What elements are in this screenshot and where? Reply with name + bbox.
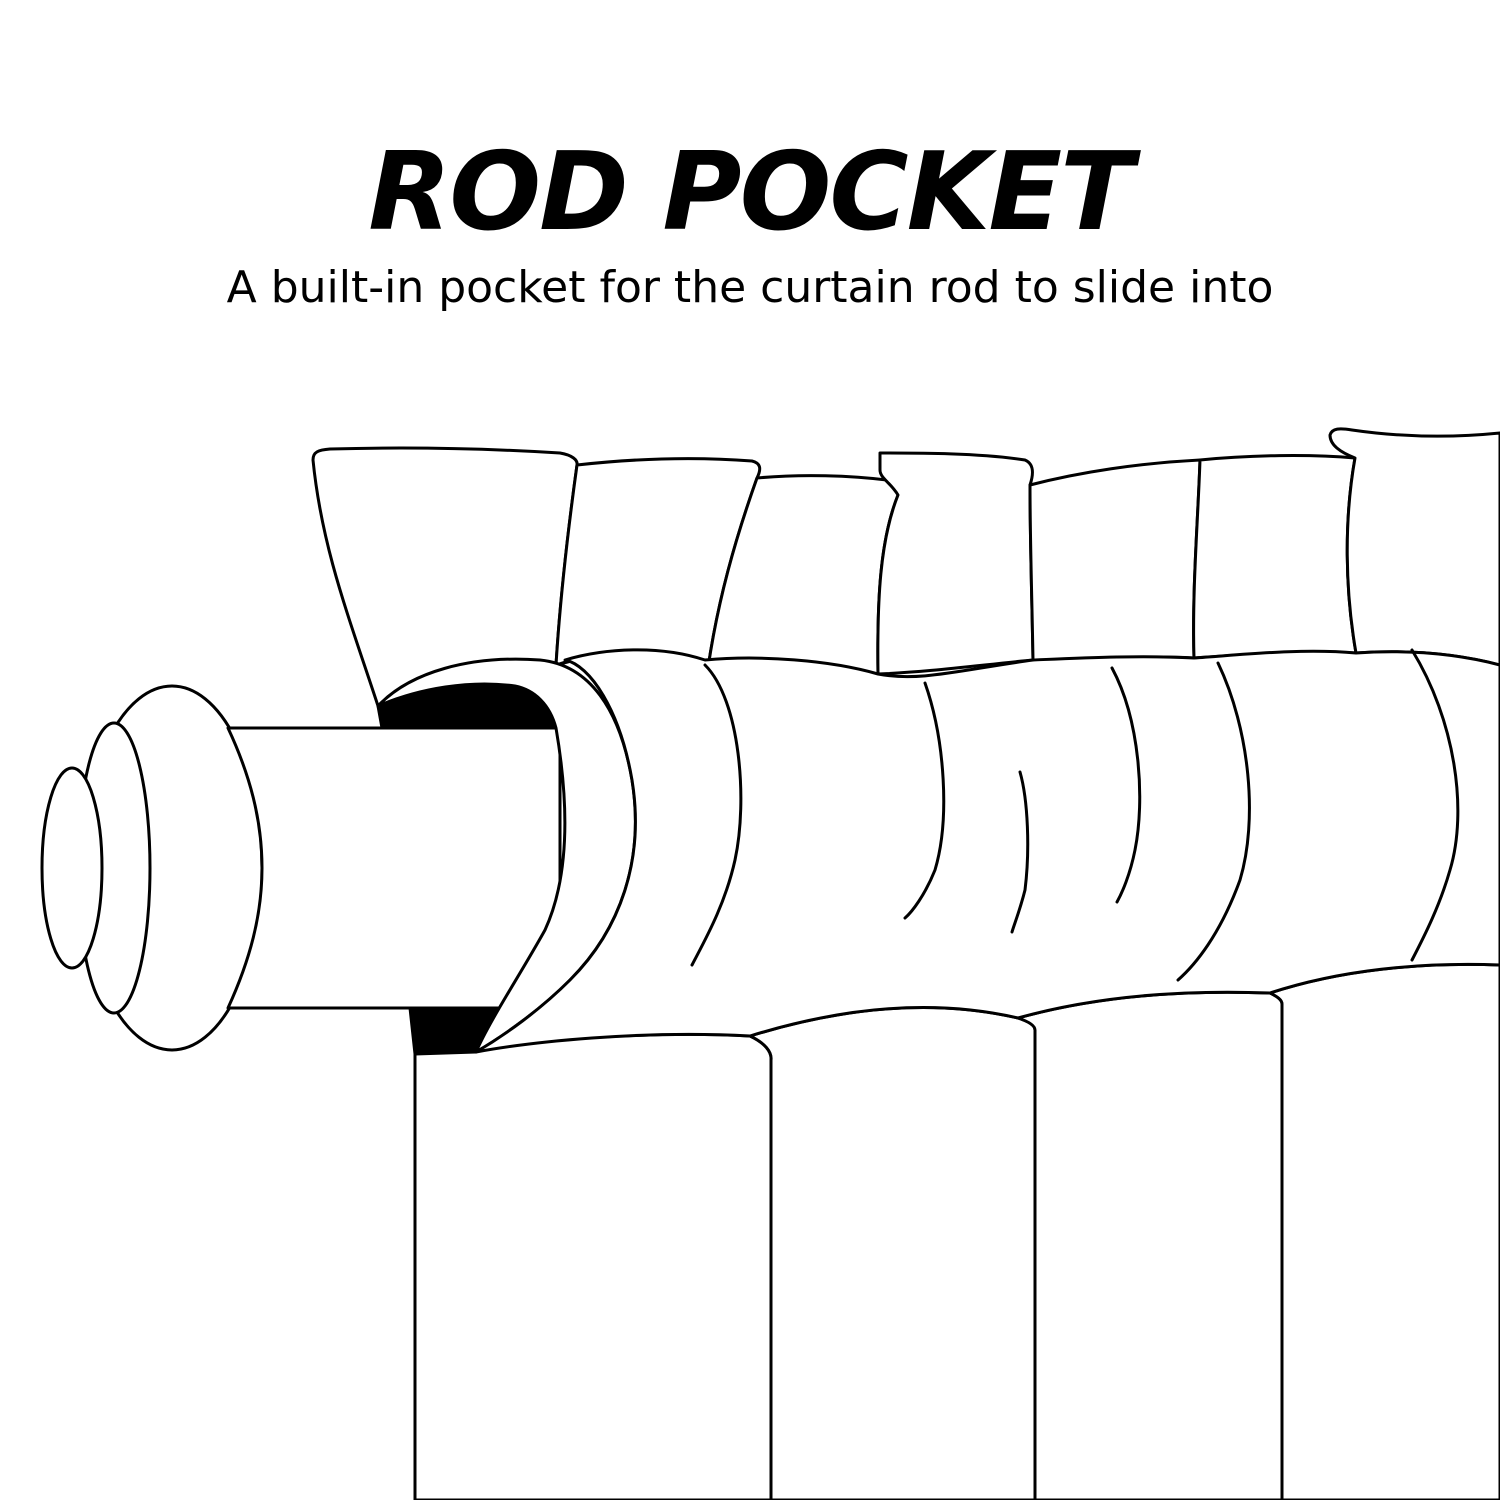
ruffle-7 <box>1328 427 1500 667</box>
ruffle-6 <box>1192 454 1358 660</box>
fold-line-1 <box>690 663 743 967</box>
diagram-title: ROD POCKET <box>368 130 1134 255</box>
fold-line-2 <box>903 681 946 920</box>
panel-3 <box>1016 990 1284 1500</box>
rod-body <box>226 726 562 1010</box>
ruffle-5 <box>1028 458 1202 662</box>
finial-disc-small <box>40 766 104 970</box>
fold-line-5 <box>1176 661 1251 982</box>
fold-line-4 <box>1110 666 1142 904</box>
rod-finial <box>40 684 264 1052</box>
curtain-rod <box>226 726 562 1010</box>
fold-line-3 <box>1010 770 1030 934</box>
curtain-heading-ruffles <box>311 427 1500 714</box>
fold-line-6 <box>1410 648 1460 962</box>
sleeve-fold-lines <box>690 648 1460 982</box>
panel-1 <box>413 1032 773 1500</box>
curtain-panels <box>413 962 1500 1500</box>
panel-4 <box>1268 962 1500 1500</box>
ruffle-4 <box>876 451 1035 676</box>
panel-2 <box>748 1006 1037 1500</box>
diagram-subtitle: A built-in pocket for the curtain rod to… <box>226 262 1274 313</box>
